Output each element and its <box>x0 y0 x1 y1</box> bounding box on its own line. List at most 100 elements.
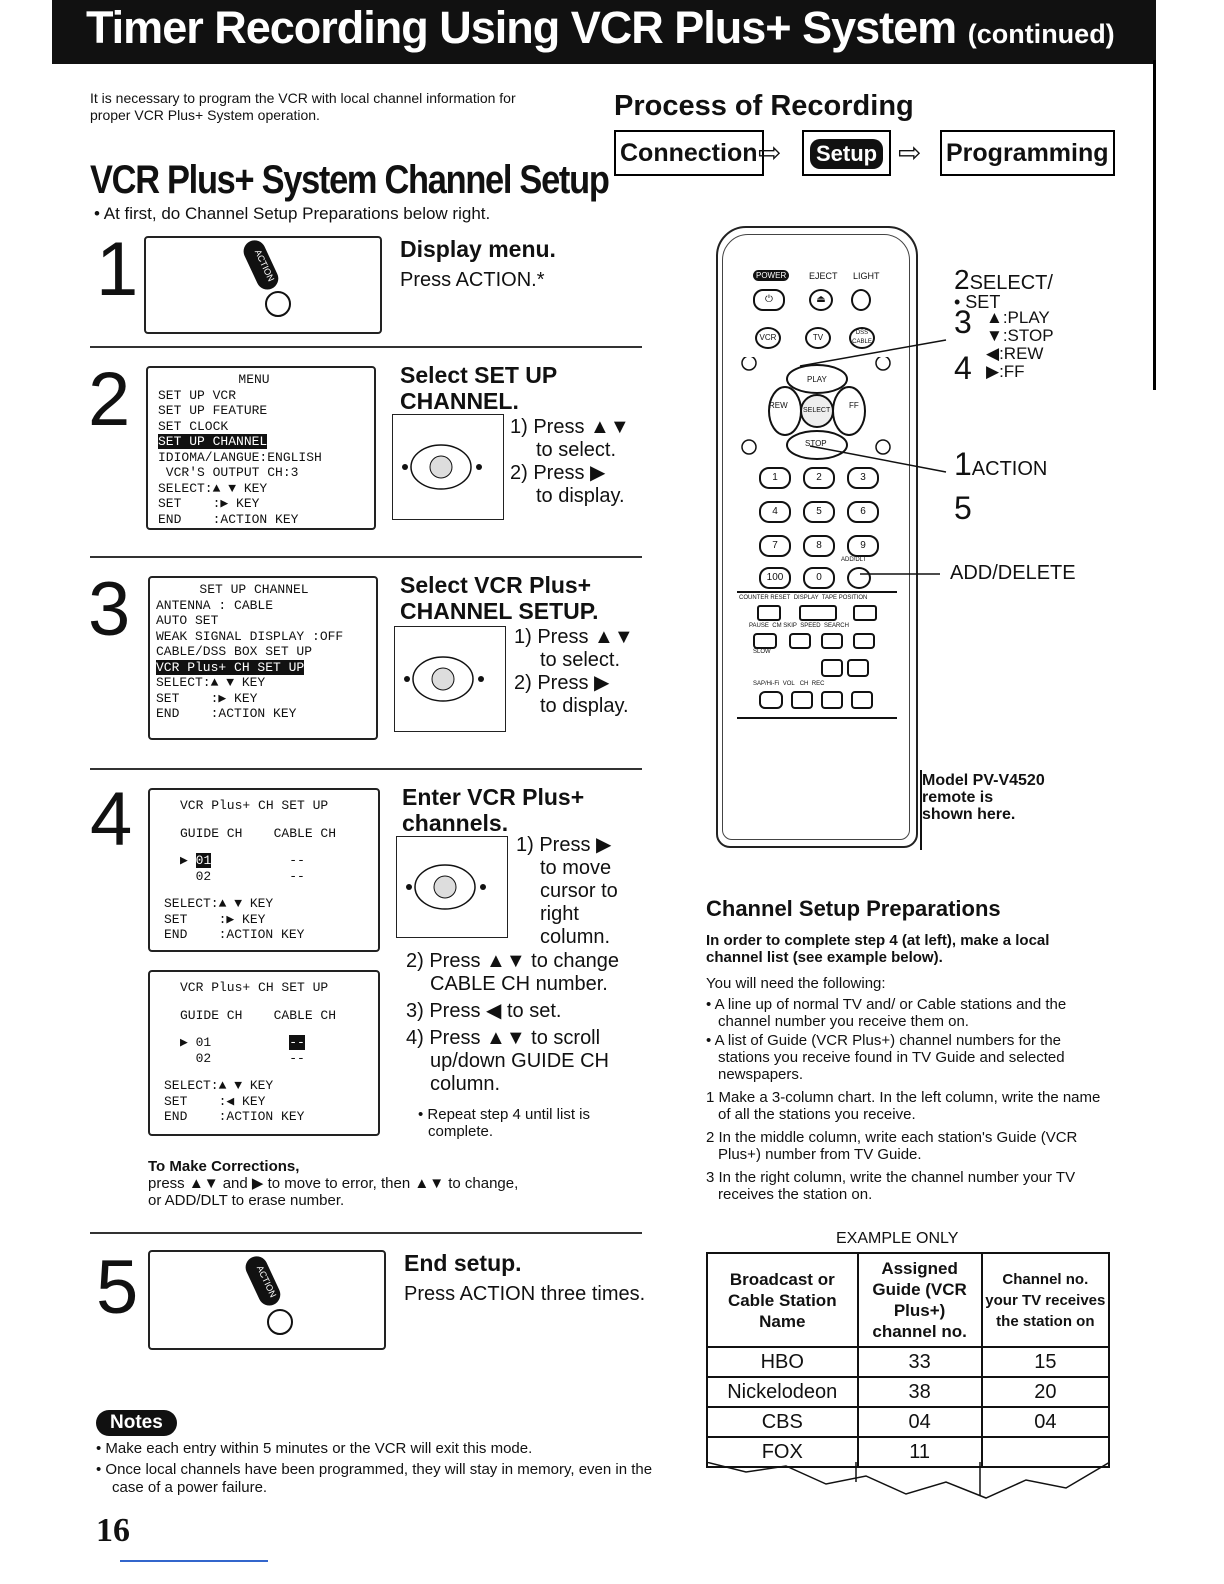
process-arrow-icon: ⇨ <box>898 137 922 168</box>
vcr-button: VCR <box>755 327 781 349</box>
rec-button <box>851 691 873 709</box>
step-5-text: Press ACTION three times. <box>404 1283 646 1305</box>
counter-reset-button <box>757 605 781 621</box>
process-title: Process of Recording <box>614 90 914 122</box>
step-3-number: 3 <box>88 567 131 652</box>
tv-button: TV <box>805 327 831 349</box>
prep-intro: In order to complete step 4 (at left), m… <box>706 932 1050 966</box>
num-0-button: 0 <box>803 567 835 589</box>
table-header: Assigned Guide (VCR Plus+) channel no. <box>856 1252 983 1348</box>
num-1-button: 1 <box>759 467 791 489</box>
step-5-screen: ACTION <box>148 1250 386 1350</box>
remote-dpad-icon <box>392 414 504 520</box>
step-5-number: 5 <box>96 1245 139 1330</box>
divider <box>90 556 642 558</box>
num-8-button: 8 <box>803 535 835 557</box>
adddlt-label: ADD/DLT <box>841 557 867 563</box>
light-button <box>851 289 871 311</box>
right-border <box>1153 60 1156 390</box>
callout-select-set: 2SELECT/ <box>954 264 1053 295</box>
step-4-screen-b: VCR Plus+ CH SET UP GUIDE CH CABLE CH ▶ … <box>148 970 380 1136</box>
stop-label: STOP <box>805 439 827 448</box>
add-dlt-button <box>847 567 871 589</box>
divider <box>737 591 897 593</box>
footer-rule <box>120 1560 268 1562</box>
example-label: EXAMPLE ONLY <box>836 1230 959 1247</box>
step-2-instructions: 1) Press ▲▼to select. 2) Press ▶to displ… <box>510 416 630 507</box>
callout-action: 1ACTION <box>954 446 1048 482</box>
action-button-icon: ACTION <box>243 240 291 317</box>
sap-hifi-button <box>759 691 783 709</box>
example-table: Broadcast or Cable Station Name Assigned… <box>706 1252 1111 1468</box>
vol-up-button <box>821 659 843 677</box>
caption-rule <box>920 770 922 850</box>
step-4-screen-a: VCR Plus+ CH SET UP GUIDE CH CABLE CH ▶ … <box>148 788 380 952</box>
torn-edge-graphic <box>706 1462 1110 1499</box>
process-step-programming: Programming <box>940 130 1115 176</box>
step-2-number: 2 <box>88 357 131 442</box>
ch-down-button <box>821 691 843 709</box>
table-header: Broadcast or Cable Station Name <box>706 1252 859 1348</box>
action-button-icon: ACTION <box>245 1256 293 1335</box>
search-button <box>853 633 875 649</box>
process-step-setup: Setup <box>802 130 892 176</box>
page-number: 16 <box>96 1512 130 1549</box>
num-100-button: 100 <box>759 567 791 589</box>
step-2-menu-screen: MENU SET UP VCR SET UP FEATURE SET CLOCK… <box>146 366 376 530</box>
step-5-heading: End setup. <box>404 1250 522 1276</box>
num-6-button: 6 <box>847 501 879 523</box>
step-4-heading: Enter VCR Plus+channels. <box>402 784 585 836</box>
step-1-text: Press ACTION.* <box>400 269 545 291</box>
cm-skip-button <box>789 633 811 649</box>
play-label: PLAY <box>807 375 827 384</box>
page-header: Timer Recording Using VCR Plus+ System (… <box>52 0 1156 64</box>
step-3-menu-screen: SET UP CHANNEL ANTENNA : CABLE AUTO SET … <box>148 576 378 740</box>
num-2-button: 2 <box>803 467 835 489</box>
remote-body: POWER EJECT LIGHT ⏻ ⏏ VCR TV DSS CABLE P… <box>722 234 910 840</box>
callout-five: 5 <box>954 490 972 526</box>
display-button <box>799 605 837 621</box>
power-button: ⏻ <box>753 289 785 311</box>
speed-button <box>821 633 843 649</box>
notes-label: Notes <box>96 1410 177 1436</box>
remote-dpad-icon <box>394 626 506 732</box>
callout-lines <box>799 339 947 575</box>
step-1-number: 1 <box>96 227 139 312</box>
prep-title: Channel Setup Preparations <box>706 896 1001 921</box>
power-label: POWER <box>753 270 790 281</box>
num-3-button: 3 <box>847 467 879 489</box>
remote-control-illustration <box>716 226 918 848</box>
header-title: Timer Recording Using VCR Plus+ System (… <box>86 2 1115 53</box>
table-header: Channel no. your TV receives the station… <box>980 1252 1111 1348</box>
pause-row-labels: PAUSE CM SKIP SPEED SEARCH <box>749 623 849 629</box>
ff-label: FF <box>849 401 859 410</box>
menu-highlight: SET UP CHANNEL <box>158 434 268 449</box>
corrections-note: To Make Corrections, press ▲▼ and ▶ to m… <box>148 1158 519 1209</box>
process-arrow-icon: ⇨ <box>758 137 782 168</box>
step-3-instructions: 1) Press ▲▼to select. 2) Press ▶to displ… <box>514 626 634 717</box>
bottom-row-labels: SAP/Hi-Fi VOL CH REC <box>753 681 825 687</box>
prep-list: You will need the following: • A line up… <box>706 975 1101 1203</box>
first-note: • At first, do Channel Setup Preparation… <box>94 204 491 223</box>
ch-up-button <box>847 659 869 677</box>
step-1-heading: Display menu. <box>400 236 556 262</box>
step-4-instruction-1: 1) Press ▶ to move cursor to right colum… <box>516 834 618 948</box>
remote-dpad-icon <box>396 836 508 938</box>
num-4-button: 4 <box>759 501 791 523</box>
rew-label: REW <box>769 401 788 410</box>
divider <box>90 768 642 770</box>
pause-button <box>753 633 777 649</box>
eject-label: EJECT <box>809 271 838 281</box>
num-5-button: 5 <box>803 501 835 523</box>
divider <box>737 717 897 719</box>
eject-button: ⏏ <box>809 289 833 311</box>
divider <box>90 1232 642 1234</box>
num-9-button: 9 <box>847 535 879 557</box>
